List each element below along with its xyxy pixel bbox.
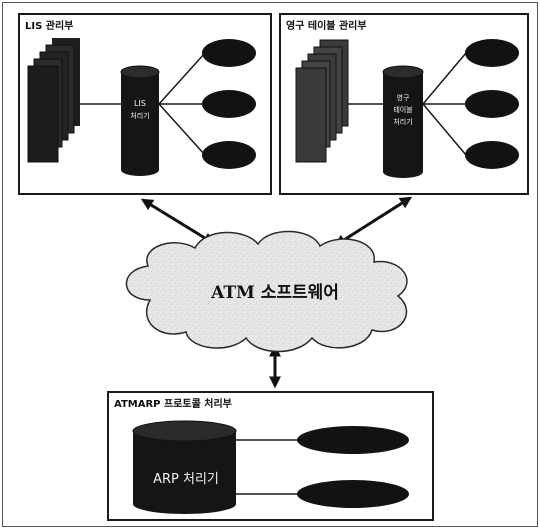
perm-endpoint-1: [465, 39, 519, 67]
perm-endpoint-3: [465, 141, 519, 169]
arp-endpoint-2: [297, 480, 409, 508]
lis-endpoint-3: [202, 141, 256, 169]
perm-table-manager-title: 영구 테이블 관리부: [286, 21, 367, 32]
arp-processor-cylinder: [132, 420, 237, 514]
lis-endpoint-1: [202, 39, 256, 67]
lis-processor-label-1: LIS: [134, 99, 146, 108]
perm-processor-label-2: 테이블: [393, 105, 413, 114]
arp-connector-lines: [236, 439, 300, 495]
lis-processor-label-2: 처리기: [130, 111, 149, 120]
perm-to-atm-arrow: [333, 196, 413, 247]
atm-software-cloud: [125, 230, 408, 353]
lis-to-atm-arrow: [140, 198, 216, 245]
arp-endpoints: [297, 426, 409, 508]
lis-endpoint-2: [202, 90, 256, 118]
perm-fanout-lines: [422, 52, 467, 156]
lis-fanout-lines: [158, 52, 206, 156]
lis-page-stack: [27, 38, 80, 163]
perm-processor-label-3: 처리기: [393, 117, 412, 126]
lis-processor-cylinder: [120, 65, 160, 176]
atmarp-manager-title: ATMARP 프로토콜 처리부: [114, 399, 232, 410]
arp-endpoint-1: [297, 426, 409, 454]
perm-processor-cylinder: [382, 65, 424, 178]
arp-processor-label: ARP 처리기: [153, 472, 219, 487]
perm-page-stack: [295, 39, 349, 163]
connection-arrows: [140, 196, 413, 389]
lis-manager-title: LIS 관리부: [25, 21, 74, 32]
atm-software-label: ATM 소프트웨어: [210, 283, 339, 303]
perm-processor-label-1: 영구: [397, 93, 410, 102]
perm-endpoint-2: [465, 90, 519, 118]
perm-endpoints: [465, 39, 519, 169]
lis-endpoints: [202, 39, 256, 169]
lis-page-1: [27, 65, 59, 163]
